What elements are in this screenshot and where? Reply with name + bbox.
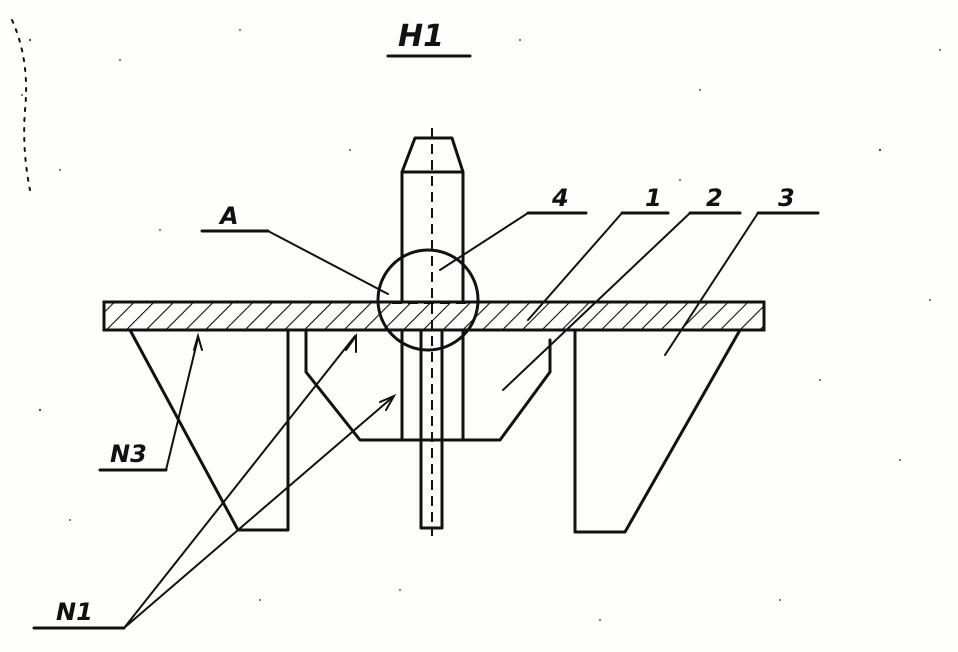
leader-n3-arrow — [193, 332, 203, 351]
scan-noise — [21, 29, 941, 621]
leader-4 — [439, 212, 529, 271]
leader-n1-arrow-lower — [379, 393, 397, 411]
center-support — [304, 328, 552, 442]
label-n1: N1 — [56, 598, 93, 626]
drawing-title: H1 — [398, 19, 444, 54]
detail-circle-a — [376, 248, 480, 352]
label-4: 4 — [551, 184, 569, 212]
leader-a — [267, 230, 389, 295]
hatched-plate — [102, 300, 766, 332]
leader-n1-to-left-gusset — [123, 335, 356, 629]
pin-tapered-tip — [400, 136, 465, 174]
scan-edge-mark — [11, 19, 31, 191]
right-gusset — [573, 328, 742, 534]
leader-2 — [502, 212, 691, 391]
leader-1 — [527, 212, 623, 321]
leader-n3 — [165, 337, 199, 471]
label-3: 3 — [778, 184, 795, 212]
label-2: 2 — [706, 184, 723, 212]
label-a: A — [218, 202, 239, 230]
left-gusset — [128, 328, 290, 532]
label-n3: N3 — [110, 440, 147, 468]
leader-n1-arrow-upper — [345, 332, 357, 353]
leader-n1-to-center-support — [123, 395, 395, 629]
leader-3 — [664, 212, 759, 356]
label-1: 1 — [645, 184, 662, 212]
